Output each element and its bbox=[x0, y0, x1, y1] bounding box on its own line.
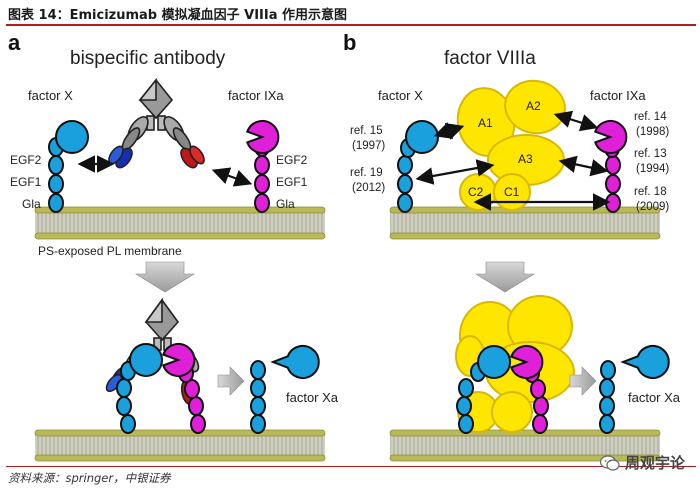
factor-ixa-bound-b bbox=[510, 345, 549, 434]
factor-x-protein-a bbox=[48, 120, 89, 213]
source-rule bbox=[6, 466, 696, 467]
panel-a-factor-ixa-label: factor IXa bbox=[228, 88, 284, 103]
panel-a-bottom: factor Xa bbox=[34, 297, 339, 462]
factor-x-protein-b bbox=[397, 120, 439, 213]
watermark-text: 周观宇论 bbox=[625, 454, 686, 472]
refs-right: ref. 14 (1998) ref. 13 (1994) ref. 18 (2… bbox=[634, 111, 669, 213]
factor-ixa-protein-a bbox=[246, 120, 280, 213]
watermark: 周观宇论 bbox=[600, 452, 685, 473]
interaction-arrows-b bbox=[415, 110, 611, 211]
factor-xa-product-b bbox=[599, 345, 670, 434]
arrow-x-to-a1 bbox=[433, 122, 465, 140]
arrow-a2-to-ixa bbox=[553, 110, 599, 132]
panel-b-heading: factor VIIIa bbox=[444, 48, 536, 69]
ref-14: ref. 14 bbox=[634, 111, 667, 123]
arrow-a3-to-ixa bbox=[558, 155, 609, 177]
panel-b-factor-x-label: factor X bbox=[378, 88, 423, 103]
panel-b-bottom: factor Xa bbox=[389, 295, 681, 462]
ref-19-year: (2012) bbox=[352, 182, 385, 194]
right-arrow-a bbox=[217, 366, 245, 396]
figure-title: 图表 14：Emicizumab 模拟凝血因子 VIIIa 作用示意图 bbox=[8, 8, 348, 23]
domain-gla-left: Gla bbox=[22, 197, 41, 211]
membrane-a-bottom bbox=[34, 429, 326, 462]
domain-gla-right: Gla bbox=[276, 197, 295, 211]
ref-13: ref. 13 bbox=[634, 148, 667, 160]
source-note: 资料来源：springer，中银证券 bbox=[8, 471, 171, 485]
ref-13-year: (1994) bbox=[636, 163, 669, 175]
ref-18-year: (2009) bbox=[636, 201, 669, 213]
panel-a-factor-x-label: factor X bbox=[28, 88, 73, 103]
domain-egf2-right: EGF2 bbox=[276, 153, 308, 167]
factor-viiia-domain-labels: A1 A2 A3 C2 C1 bbox=[468, 99, 541, 199]
refs-left: ref. 15 (1997) ref. 19 (2012) bbox=[350, 125, 385, 194]
wechat-icon bbox=[600, 454, 620, 471]
membrane-b-bottom bbox=[389, 429, 661, 462]
factor-x-bound-a bbox=[116, 343, 163, 434]
domain-a1-label: A1 bbox=[478, 116, 493, 130]
panel-b-product-label: factor Xa bbox=[628, 390, 681, 405]
panel-b-top: b factor VIIIa factor X factor IXa A1 A2… bbox=[343, 30, 669, 240]
domain-egf1-right: EGF1 bbox=[276, 175, 308, 189]
factor-xa-product-a bbox=[250, 345, 320, 434]
arrow-x-to-a3 bbox=[415, 159, 495, 185]
domain-egf2-left: EGF2 bbox=[10, 153, 42, 167]
panel-b-factor-ixa-label: factor IXa bbox=[590, 88, 646, 103]
down-arrow-a bbox=[134, 261, 196, 293]
right-arrow-b bbox=[569, 366, 597, 396]
title-rule bbox=[6, 24, 696, 26]
ref-19: ref. 19 bbox=[350, 167, 383, 179]
panel-a-letter: a bbox=[8, 30, 21, 55]
down-arrow-b bbox=[474, 261, 536, 293]
membrane-a-top bbox=[34, 206, 326, 240]
ref-14-year: (1998) bbox=[636, 126, 669, 138]
domain-a3-label: A3 bbox=[518, 152, 533, 166]
membrane-label: PS-exposed PL membrane bbox=[38, 244, 182, 258]
ref-15-year: (1997) bbox=[352, 140, 385, 152]
membrane-b-top bbox=[389, 206, 661, 240]
domain-a2-label: A2 bbox=[526, 99, 541, 113]
bispecific-antibody-a bbox=[108, 77, 205, 169]
domain-egf1-left: EGF1 bbox=[10, 175, 42, 189]
factor-x-bound-b bbox=[456, 345, 511, 434]
panel-a-heading: bispecific antibody bbox=[70, 48, 226, 69]
factor-ixa-bound-a bbox=[162, 343, 206, 434]
factor-ixa-protein-b bbox=[594, 120, 628, 213]
domain-c2-label: C2 bbox=[468, 185, 484, 199]
panel-a-top: a bispecific antibody factor X factor IX… bbox=[8, 30, 326, 258]
ref-18: ref. 18 bbox=[634, 186, 667, 198]
ref-15: ref. 15 bbox=[350, 125, 383, 137]
arrow-antibody-to-ixa bbox=[211, 167, 253, 187]
panel-b-letter: b bbox=[343, 30, 356, 55]
panel-a-product-label: factor Xa bbox=[286, 390, 339, 405]
domain-c1-label: C1 bbox=[504, 185, 520, 199]
